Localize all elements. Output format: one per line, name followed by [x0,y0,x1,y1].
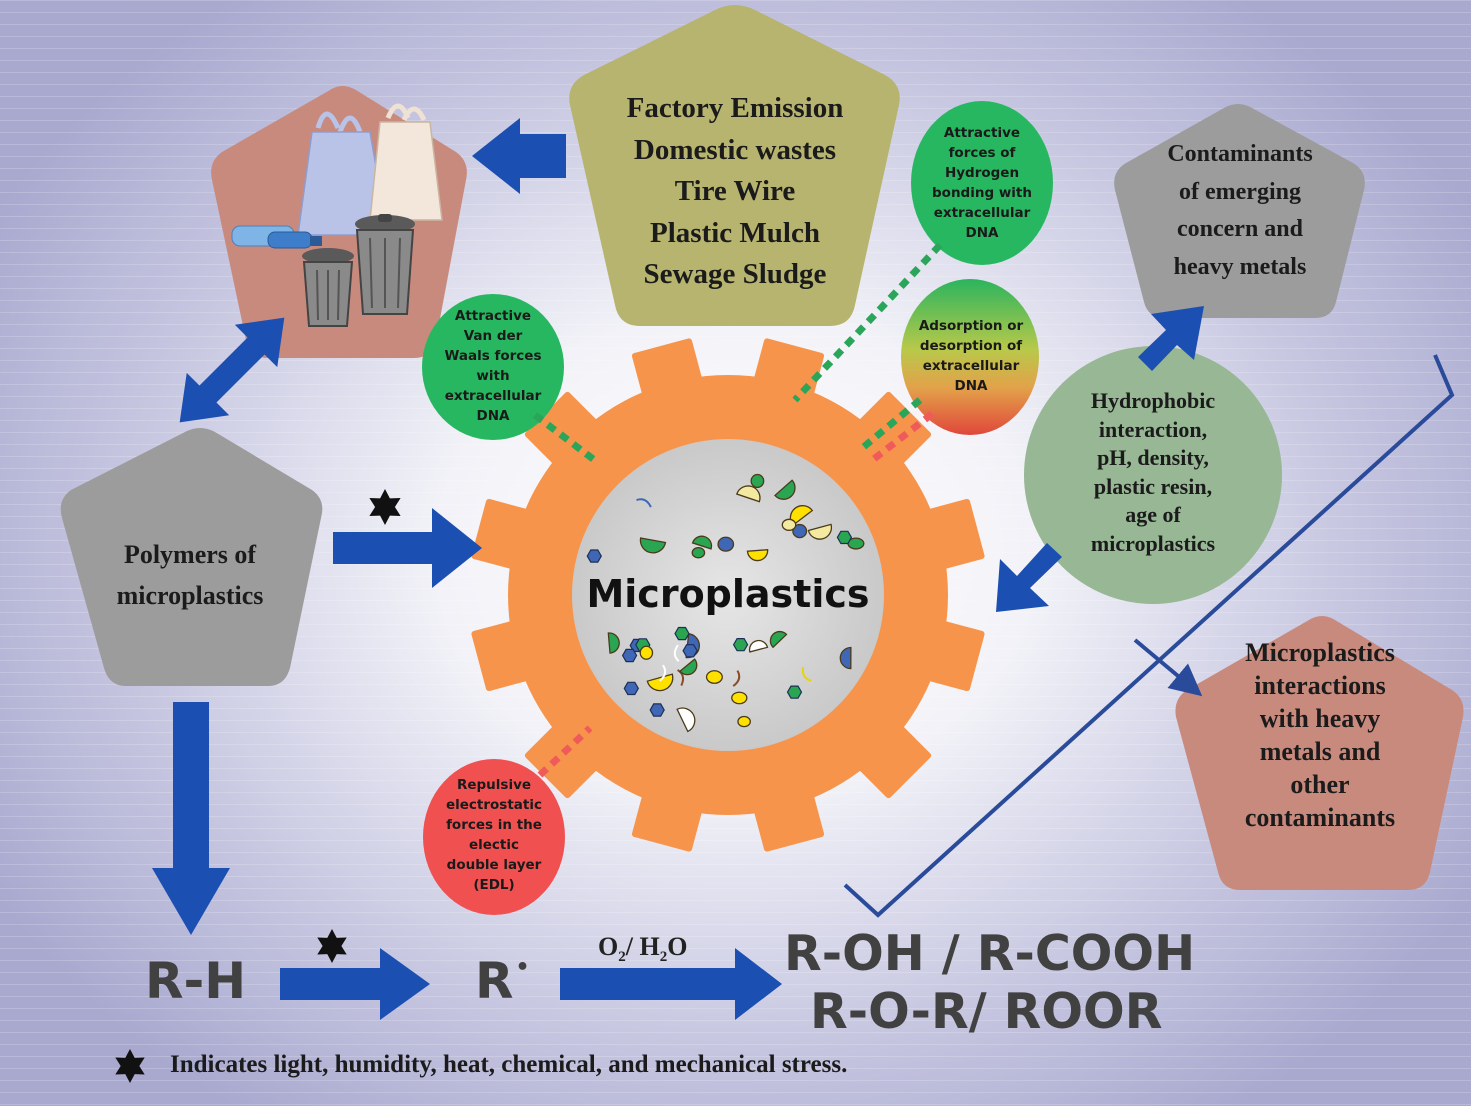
product-line-1: R-OH / R-COOH [784,925,1196,982]
particle-hexagon [786,685,803,699]
particle-hexagon [682,644,698,658]
vdw-connector [532,412,600,465]
plastic-bottles-icon [231,225,322,249]
particle-bead [750,473,765,489]
particle-fragment [774,479,796,500]
footnote: Indicates light, humidity, heat, chemica… [170,1051,848,1078]
particle-bead [781,518,797,531]
arrow-polymers-to-gear [333,508,482,588]
particle-hexagon [623,681,639,696]
particle-fragment [691,535,713,550]
hydrophobic-label: Hydrophobic interaction, pH, density, pl… [1090,388,1216,556]
repulsive-bubble [423,759,565,915]
trash-cans-icon [302,214,415,327]
arrow-polymers-down [152,702,230,935]
particle-hexagon [732,637,749,652]
product-line-2: R-O-R/ ROOR [810,983,1163,1040]
particle-fragment [735,485,761,503]
particle-fragment [639,537,667,554]
particle-fragment [839,646,852,670]
source-item: Domestic wastes [633,133,837,166]
arrow-sources-to-waste [472,118,566,194]
particle-fiber [677,669,685,687]
hydrogen-bonding-text: Attractive forces of Hydrogen bonding wi… [932,125,1032,241]
radical-dot: • [515,955,530,980]
particle-fragment [607,632,620,654]
particle-fragment [679,658,698,676]
particle-fragment [748,639,769,653]
contaminants-pentagon [1114,104,1365,318]
source-item: Plastic Mulch [650,216,820,249]
source-item: Sewage Sludge [643,258,827,290]
stress-star-icon [317,929,347,963]
van-der-waals-text: Attractive Van der Waals forces with ext… [444,308,542,424]
polymers-pentagon [60,428,323,686]
contaminants-label: Contaminants of emerging concern and hea… [1167,141,1313,280]
adsorption-text: Adsorption or desorption of extracellula… [918,318,1024,394]
radical-r: R• [475,952,530,1010]
particle-bead [737,715,751,728]
adsorption-bubble [901,279,1039,435]
particle-hexagon [621,648,638,663]
source-item: Factory Emission [626,92,844,124]
particle-bead [731,691,748,705]
particle-fragment [676,707,696,733]
stress-star-icon [369,489,401,525]
hydrophobic-circle [1024,346,1282,604]
oxidant-label: O2/ H2O [598,932,688,966]
van-der-waals-bubble [422,294,564,440]
particle-hexagon [836,530,853,545]
adsorption-connector-green [857,397,923,453]
particle-fiber [732,670,741,687]
microplastics-gear [471,338,985,852]
arrow-r-to-products [560,948,782,1020]
hydrogen-bonding-bubble [911,101,1053,265]
microplastics-center-label: Microplastics [586,572,870,616]
interactions-pentagon [1175,616,1464,890]
particle-hexagon [649,703,665,717]
legend-star-icon [115,1049,145,1083]
particle-bead [691,546,706,559]
sources-pentagon [569,5,900,326]
particle-bead [639,645,654,660]
reactant-rh: R-H [145,952,247,1010]
hbond-connector [792,242,943,403]
particle-fiber [636,498,652,508]
particle-fragment [746,549,769,562]
arrow-rh-to-r [280,948,430,1020]
microplastic-particles [586,473,865,733]
interactions-label: Microplastics interactions with heavy me… [1244,638,1396,832]
particle-bead [705,670,723,684]
adsorption-connector-red [867,411,935,465]
particle-fragment [769,630,788,649]
arrow-hydrophobic-to-contaminants [1138,306,1204,371]
particle-fragment [646,673,674,692]
repulsive-connector [537,725,593,778]
source-item: Tire Wire [674,175,796,207]
particle-bead [792,523,808,539]
arrow-polymers-waste-double [179,317,285,423]
bracket-line [843,354,1455,918]
particle-hexagon [674,626,690,641]
particle-bead [717,536,735,552]
sources-list: Factory Emission Domestic wastes Tire Wi… [572,88,898,296]
particle-fiber [801,666,812,682]
repulsive-text: Repulsive electrostatic forces in the el… [445,777,542,893]
particle-fiber [659,664,667,682]
particle-fiber [673,644,680,662]
polymers-label: Polymers of microplastics [116,540,264,610]
particle-hexagon [586,549,602,563]
arrow-hydrophobic-to-gear [996,543,1062,612]
bracket-arrow [1133,638,1203,697]
particle-fragment [807,523,833,540]
